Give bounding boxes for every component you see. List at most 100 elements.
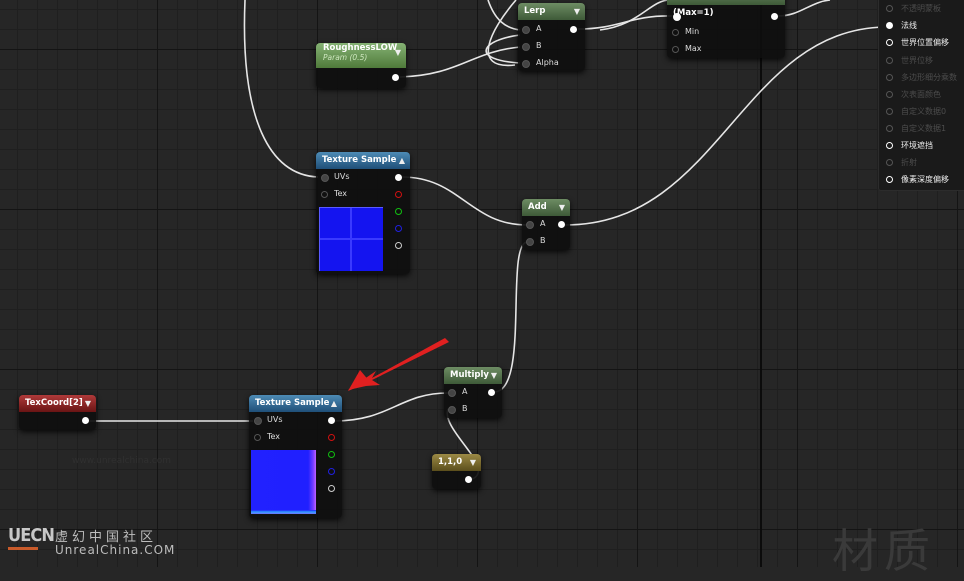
panel-row-label: 次表面颜色 bbox=[901, 90, 941, 99]
texture-sample-2-header[interactable]: Texture Sample▲ bbox=[249, 395, 342, 412]
faint-watermark-url: www.unrealchina.com bbox=[72, 456, 172, 466]
ts1-r-output[interactable] bbox=[395, 191, 402, 198]
multiply-title: Multiply bbox=[450, 370, 489, 380]
multiply-node-header[interactable]: Multiply▼ bbox=[444, 367, 502, 384]
add-pin-b-input[interactable] bbox=[526, 238, 534, 246]
texture-sample-1-header[interactable]: Texture Sample▲ bbox=[316, 152, 410, 169]
lerp-pin-alpha-input[interactable] bbox=[522, 60, 530, 68]
multiply-node[interactable]: Multiply▼ A B bbox=[444, 367, 502, 418]
roughness-param-node[interactable]: RoughnessLOW Param (0.5) ▼ bbox=[316, 43, 406, 88]
ts1-tex-input[interactable] bbox=[321, 191, 328, 198]
panel-row-label: 像素深度偏移 bbox=[901, 175, 949, 184]
wire-lerp-upper bbox=[599, 0, 671, 31]
wire-ts1-to-add-a bbox=[401, 176, 528, 226]
ts1-b-output[interactable] bbox=[395, 225, 402, 232]
texture-sample-node-1[interactable]: Texture Sample▲ UVs Tex bbox=[316, 152, 410, 274]
add-node-header[interactable]: Add ▼ bbox=[522, 199, 570, 216]
brand-site-url: UnrealChina.COM bbox=[55, 543, 176, 557]
ts1-a-output[interactable] bbox=[395, 242, 402, 249]
ts2-rgb-output[interactable] bbox=[328, 417, 335, 424]
texture-sample-node-2[interactable]: Texture Sample▲ UVs Tex bbox=[249, 395, 342, 518]
material-output-panel[interactable]: 不透明蒙板 法线 世界位置偏移 世界位移 多边形细分乘数 次表面颜色 自定义数据… bbox=[878, 0, 964, 191]
material-watermark-text: 材质 bbox=[832, 524, 936, 578]
texcoord-output-pin[interactable] bbox=[82, 417, 89, 424]
wire-lerp-alpha bbox=[485, 34, 521, 64]
multiply-output-pin[interactable] bbox=[488, 389, 495, 396]
clamp-max-input[interactable] bbox=[672, 46, 679, 53]
ts1-rgb-output[interactable] bbox=[395, 174, 402, 181]
ts1-texture-preview bbox=[319, 207, 383, 271]
multiply-pin-a-input[interactable] bbox=[448, 389, 456, 397]
lerp-pin-a-input[interactable] bbox=[522, 26, 530, 34]
panel-row-label: 自定义数据1 bbox=[901, 124, 947, 133]
annotation-arrow bbox=[348, 338, 449, 391]
ts1-tex-label: Tex bbox=[334, 189, 348, 198]
constant3-node-header[interactable]: 1,1,0▼ bbox=[432, 454, 481, 471]
input-pin-icon[interactable] bbox=[886, 39, 893, 46]
lerp-output-pin[interactable] bbox=[570, 26, 577, 33]
lerp-node-header[interactable]: Lerp ▼ bbox=[518, 3, 585, 20]
ts2-g-output[interactable] bbox=[328, 451, 335, 458]
collapse-arrow-icon[interactable]: ▼ bbox=[490, 371, 497, 380]
texcoord-title: TexCoord[2] bbox=[25, 398, 83, 408]
add-pin-a-input[interactable] bbox=[526, 221, 534, 229]
clamp-node[interactable]: Clamp (Min=0) (Max=1) Min Max bbox=[667, 0, 785, 58]
add-pin-b-label: B bbox=[540, 236, 546, 245]
panel-row-label: 不透明蒙板 bbox=[901, 4, 941, 13]
lerp-pin-b-input[interactable] bbox=[522, 43, 530, 51]
multiply-pin-a-label: A bbox=[462, 387, 468, 396]
add-output-pin[interactable] bbox=[558, 221, 565, 228]
texcoord-node[interactable]: TexCoord[2]▼ bbox=[19, 395, 96, 430]
lerp-title: Lerp bbox=[524, 6, 546, 16]
uecn-logo-mark: UECN bbox=[8, 525, 55, 546]
input-pin-icon[interactable] bbox=[886, 142, 893, 149]
collapse-arrow-icon[interactable]: ▼ bbox=[573, 7, 580, 16]
input-pin-icon[interactable] bbox=[886, 176, 893, 183]
texcoord-node-header[interactable]: TexCoord[2]▼ bbox=[19, 395, 96, 412]
clamp-node-header[interactable]: Clamp (Min=0) (Max=1) bbox=[667, 0, 785, 18]
constant3-node[interactable]: 1,1,0▼ bbox=[432, 454, 481, 489]
wire-clamp-out bbox=[777, 0, 831, 17]
add-node[interactable]: Add▼ A B bbox=[522, 199, 570, 250]
ts2-b-output[interactable] bbox=[328, 468, 335, 475]
wire-multiply-to-add-b bbox=[493, 241, 528, 393]
collapse-arrow-icon[interactable]: ▼ bbox=[84, 399, 91, 408]
ts2-tex-input[interactable] bbox=[254, 434, 261, 441]
input-pin-icon[interactable] bbox=[886, 74, 893, 81]
panel-row-label: 多边形细分乘数 bbox=[901, 73, 957, 82]
input-pin-icon[interactable] bbox=[886, 125, 893, 132]
panel-row-label: 折射 bbox=[901, 158, 917, 167]
lerp-node[interactable]: Lerp▼ A B Alpha bbox=[518, 3, 585, 71]
ts2-a-output[interactable] bbox=[328, 485, 335, 492]
add-title: Add bbox=[528, 202, 547, 212]
ts2-r-output[interactable] bbox=[328, 434, 335, 441]
input-pin-icon[interactable] bbox=[886, 108, 893, 115]
uecn-logo-underline bbox=[8, 547, 38, 550]
input-pin-icon[interactable] bbox=[886, 159, 893, 166]
clamp-output-pin[interactable] bbox=[771, 13, 778, 20]
ts1-g-output[interactable] bbox=[395, 208, 402, 215]
panel-row-label: 世界位置偏移 bbox=[901, 38, 949, 47]
ts2-uvs-input[interactable] bbox=[254, 417, 262, 425]
multiply-pin-b-input[interactable] bbox=[448, 406, 456, 414]
ts2-texture-preview bbox=[251, 450, 316, 514]
input-pin-icon[interactable] bbox=[886, 22, 893, 29]
clamp-min-label: Min bbox=[685, 27, 700, 36]
clamp-main-input[interactable] bbox=[673, 13, 681, 21]
collapse-arrow-icon[interactable]: ▲ bbox=[330, 399, 337, 408]
collapse-arrow-icon[interactable]: ▼ bbox=[469, 458, 476, 467]
graph-grid-background[interactable] bbox=[0, 0, 964, 567]
wire-lerp-to-clamp bbox=[577, 15, 673, 30]
roughness-output-pin[interactable] bbox=[392, 74, 399, 81]
lerp-pin-b-label: B bbox=[536, 41, 542, 50]
collapse-arrow-icon[interactable]: ▼ bbox=[394, 48, 401, 57]
ts1-uvs-input[interactable] bbox=[321, 174, 329, 182]
roughness-node-header[interactable]: RoughnessLOW Param (0.5) ▼ bbox=[316, 43, 406, 68]
input-pin-icon[interactable] bbox=[886, 5, 893, 12]
clamp-min-input[interactable] bbox=[672, 29, 679, 36]
input-pin-icon[interactable] bbox=[886, 57, 893, 64]
collapse-arrow-icon[interactable]: ▼ bbox=[558, 203, 565, 212]
collapse-arrow-icon[interactable]: ▲ bbox=[398, 156, 405, 165]
constant3-output-pin[interactable] bbox=[465, 476, 472, 483]
input-pin-icon[interactable] bbox=[886, 91, 893, 98]
